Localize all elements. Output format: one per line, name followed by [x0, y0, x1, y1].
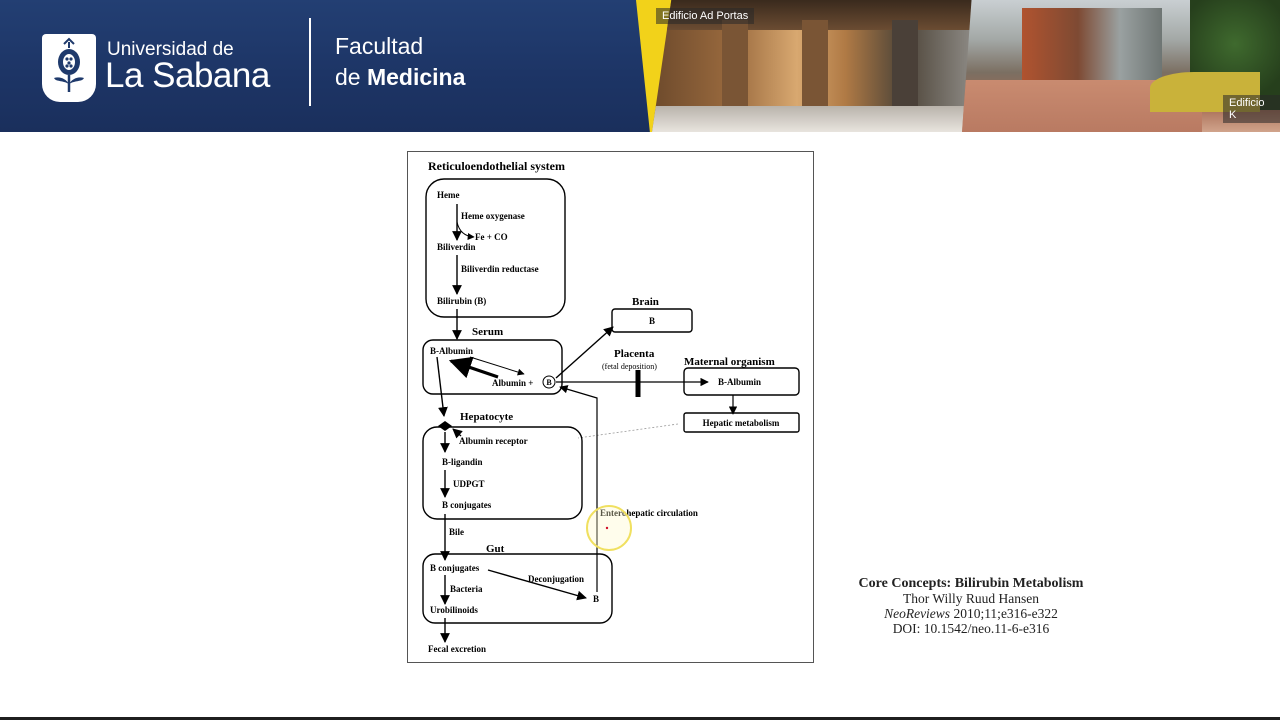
albumin-plus-label: Albumin +	[492, 378, 533, 388]
biliverdin-reductase-label: Biliverdin reductase	[461, 264, 539, 274]
citation-title: Core Concepts: Bilirubin Metabolism	[826, 576, 1116, 591]
biliverdin-label: Biliverdin	[437, 242, 476, 252]
bile-label: Bile	[449, 527, 464, 537]
faint-pointer-line	[578, 424, 678, 438]
citation-author: Thor Willy Ruud Hansen	[826, 591, 1116, 606]
urobilinoids-label: Urobilinoids	[430, 605, 478, 615]
faculty-line1: Facultad	[335, 33, 423, 60]
cursor-dot	[606, 527, 608, 529]
albumin-receptor-marker	[438, 421, 452, 431]
fe-co-arrow	[457, 222, 474, 237]
pomegranate-icon	[42, 34, 96, 102]
diagram-svg: Reticuloendothelial system Heme Heme oxy…	[408, 152, 813, 662]
brain-b-label: B	[649, 316, 655, 326]
bacteria-label: Bacteria	[450, 584, 483, 594]
citation-doi: DOI: 10.1542/neo.11-6-e316	[826, 621, 1116, 636]
hepatocyte-title: Hepatocyte	[460, 411, 513, 423]
citation-journal: NeoReviews	[884, 606, 950, 621]
photo-label-right: Edificio K	[1223, 95, 1280, 123]
placenta-title: Placenta	[614, 348, 655, 360]
gut-b-label: B	[593, 594, 599, 604]
university-name-big: La Sabana	[105, 56, 270, 96]
enterohepatic-arrow	[560, 387, 597, 592]
serum-b-label: B	[546, 378, 552, 387]
fecal-excretion-label: Fecal excretion	[428, 644, 486, 654]
maternal-b-albumin-label: B-Albumin	[718, 377, 761, 387]
faculty-line2: de Medicina	[335, 64, 465, 91]
bilirubin-label: Bilirubin (B)	[437, 296, 486, 306]
gut-title: Gut	[486, 543, 505, 555]
receptor-return-arrow	[453, 429, 461, 436]
udpgt-label: UDPGT	[453, 479, 485, 489]
heme-label: Heme	[437, 190, 460, 200]
bilirubin-metabolism-diagram: Reticuloendothelial system Heme Heme oxy…	[407, 151, 814, 663]
gut-b-conjugates-label: B conjugates	[430, 563, 480, 573]
maternal-title: Maternal organism	[684, 356, 775, 368]
albumin-receptor-label: Albumin receptor	[459, 436, 528, 446]
serum-title: Serum	[472, 326, 503, 338]
hepatic-metabolism-label: Hepatic metabolism	[703, 418, 780, 428]
heme-oxygenase-label: Heme oxygenase	[461, 211, 525, 221]
brain-title: Brain	[632, 296, 659, 308]
serum-to-hepatocyte-arrow	[437, 357, 444, 416]
placenta-subtitle: (fetal deposition)	[602, 362, 657, 371]
citation-ref: 2010;11;e316-e322	[953, 606, 1057, 621]
citation: Core Concepts: Bilirubin Metabolism Thor…	[826, 576, 1116, 636]
faculty-line2-prefix: de	[335, 64, 361, 90]
b-ligandin-label: B-ligandin	[442, 457, 483, 467]
serum-b-albumin-label: B-Albumin	[430, 346, 473, 356]
university-logo	[42, 34, 96, 102]
photo-label-left: Edificio Ad Portas	[656, 8, 754, 24]
deconjugation-label: Deconjugation	[528, 574, 584, 584]
banner-background	[0, 0, 660, 132]
citation-journal-line: NeoReviews 2010;11;e316-e322	[826, 606, 1116, 621]
header-banner: Universidad de La Sabana Facultad de Med…	[0, 0, 1280, 132]
fe-co-label: Fe + CO	[475, 232, 508, 242]
header-divider	[309, 18, 311, 106]
faculty-line2-bold: Medicina	[367, 64, 465, 90]
hepatocyte-b-conjugates-label: B conjugates	[442, 500, 492, 510]
cursor-highlight	[587, 506, 631, 550]
diagram-title: Reticuloendothelial system	[428, 159, 565, 173]
